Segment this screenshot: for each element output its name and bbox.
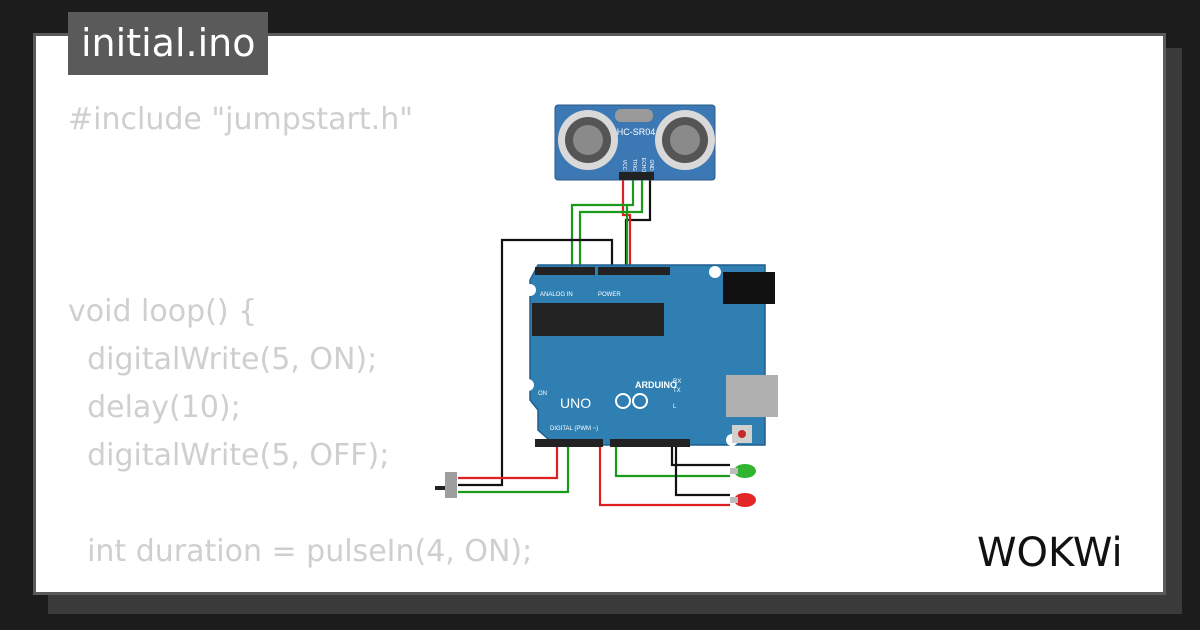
sensor-pin-label: GND [648, 159, 654, 171]
tx-label: TX [673, 388, 681, 394]
code-line: digitalWrite(5, OFF); [68, 438, 390, 473]
arduino-brand-label: ARDUINO [635, 380, 677, 390]
on-label: ON [538, 391, 547, 397]
wire-black-led-gnd [670, 440, 730, 467]
uno-model-label: UNO [560, 395, 591, 411]
slide-switch[interactable] [435, 472, 457, 498]
wire-green-led [614, 440, 730, 478]
code-line: void loop() { [68, 294, 258, 329]
ultrasonic-sensor[interactable]: HC-SR04 VCC TRIG ECHO GND [554, 104, 716, 181]
microcontroller-chip [532, 303, 664, 336]
l-label: L [673, 404, 677, 410]
mounting-hole [709, 266, 721, 278]
digital-header-low [535, 439, 603, 447]
power-header [598, 267, 670, 275]
code-line: int duration = pulseIn(4, ON); [68, 534, 533, 569]
rx-label: RX [673, 379, 681, 385]
digital-label: DIGITAL (PWM ~) [550, 426, 598, 432]
mounting-hole [522, 379, 534, 391]
file-tab-title[interactable]: initial.ino [68, 12, 269, 75]
wire-black-led-gnd-2 [674, 440, 730, 497]
sensor-pin-label: TRIG [631, 159, 637, 171]
wire-red-led [598, 440, 730, 507]
arduino-uno-board[interactable]: ANALOG IN POWER ON RX TX L DIGITAL (PWM … [522, 264, 778, 447]
code-line: delay(10); [68, 390, 241, 425]
green-led[interactable] [730, 464, 756, 478]
analog-header [535, 267, 595, 275]
sensor-pin-label: VCC [621, 160, 627, 171]
digital-header-high [610, 439, 690, 447]
usb-port-icon [726, 375, 778, 417]
power-label: POWER [598, 292, 621, 298]
wire-red-switch [458, 445, 559, 480]
arduino-logo-icon [615, 393, 648, 409]
sensor-model-label: HC-SR04 [617, 127, 656, 137]
wokwi-logo: WOKWi [977, 530, 1123, 576]
code-editor: #include "jumpstart.h" void loop() { dig… [68, 102, 532, 569]
circuit-diagram: HC-SR04 VCC TRIG ECHO GND ANALOG IN POWE… [435, 104, 778, 507]
mounting-hole [524, 284, 536, 296]
analog-label: ANALOG IN [540, 292, 573, 298]
power-jack-icon [723, 272, 775, 304]
code-line: digitalWrite(5, ON); [68, 342, 378, 377]
red-led[interactable] [730, 493, 756, 507]
svg-text:WOKWi: WOKWi [977, 530, 1123, 576]
crystal-icon [615, 109, 653, 122]
wire-black-switch [458, 238, 614, 487]
code-line: #include "jumpstart.h" [68, 102, 413, 137]
sensor-pin-header [619, 172, 654, 180]
sensor-pin-label: ECHO [640, 158, 646, 173]
